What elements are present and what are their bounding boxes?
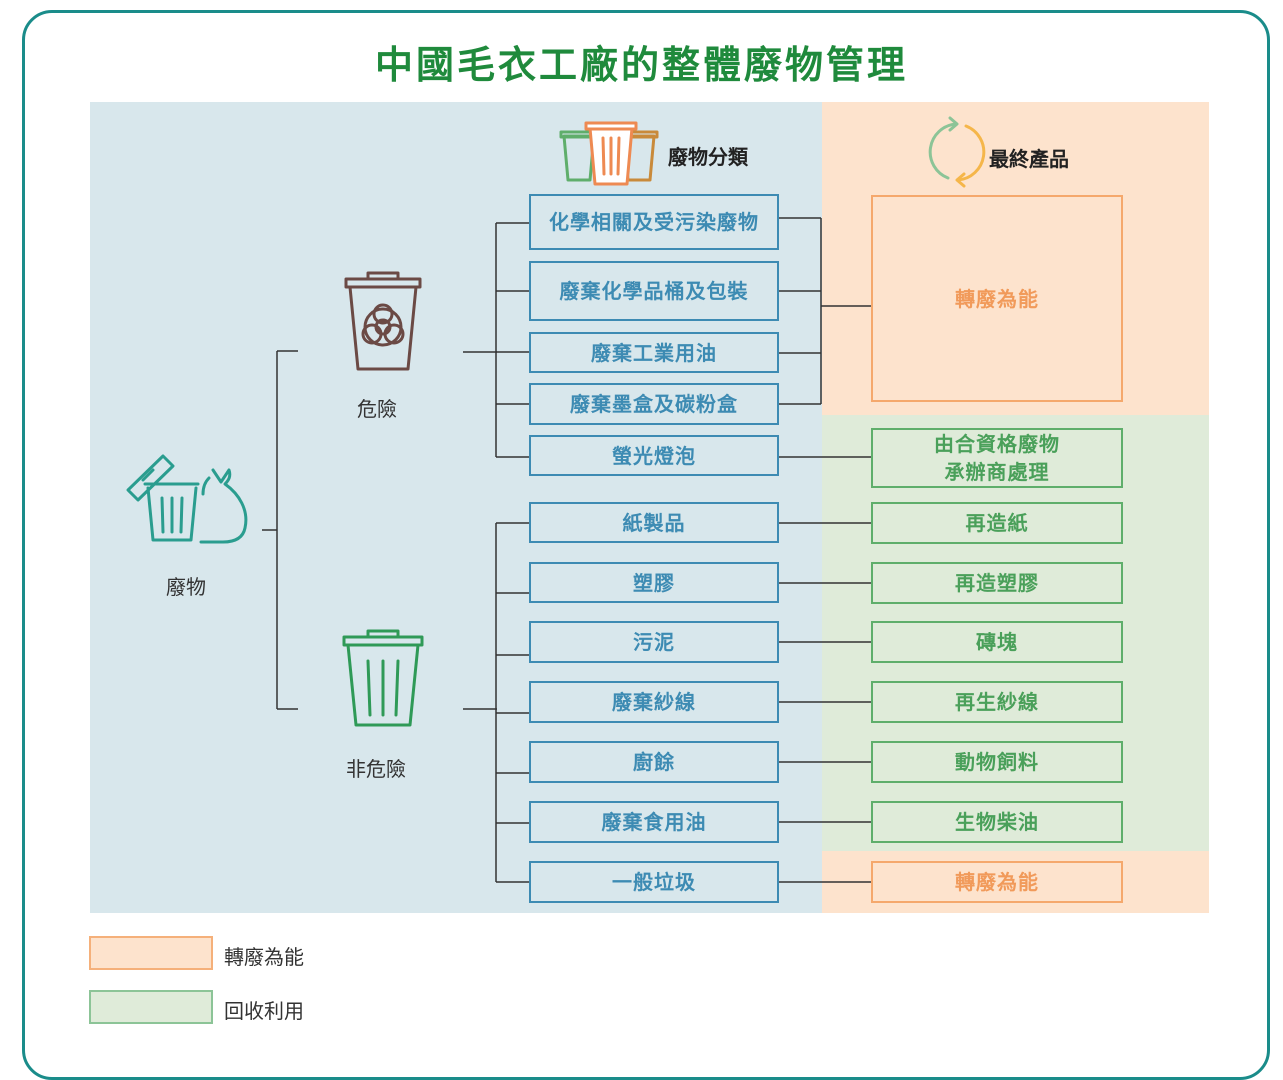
category-sludge: 污泥: [529, 621, 779, 663]
product-recycled-yarn: 再生紗線: [871, 681, 1123, 723]
recycle-arrows-icon: [928, 116, 986, 188]
product-energy-top: 轉廢為能: [871, 195, 1123, 402]
non-hazardous-label: 非危險: [346, 757, 406, 781]
product-licensed-contractor: 由合資格廢物 承辦商處理: [871, 428, 1123, 488]
product-biodiesel: 生物柴油: [871, 801, 1123, 843]
legend-swatch-recycle: [89, 990, 213, 1024]
product-bricks: 磚塊: [871, 621, 1123, 663]
waste-bin-icon: [342, 629, 424, 727]
three-bins-icon: [559, 121, 659, 186]
category-yarn: 廢棄紗線: [529, 681, 779, 723]
category-fluorescent-lamps: 螢光燈泡: [529, 435, 779, 476]
root-label: 廢物: [166, 575, 206, 599]
categories-header: 廢物分類: [668, 145, 748, 169]
product-licensed-line-1: 由合資格廢物: [934, 432, 1060, 456]
category-general-waste: 一般垃圾: [529, 861, 779, 903]
category-food-waste: 廚餘: [529, 741, 779, 783]
category-industrial-oil: 廢棄工業用油: [529, 332, 779, 373]
product-recycled-paper: 再造紙: [871, 502, 1123, 544]
category-toner-cartridges: 廢棄墨盒及碳粉盒: [529, 383, 779, 425]
product-recycled-plastic: 再造塑膠: [871, 562, 1123, 604]
trash-can-and-bag-icon: [126, 454, 248, 544]
category-cooking-oil: 廢棄食用油: [529, 801, 779, 843]
product-energy-bottom: 轉廢為能: [871, 861, 1123, 903]
product-animal-feed: 動物飼料: [871, 741, 1123, 783]
products-header: 最終產品: [989, 147, 1069, 171]
product-licensed-line-2: 承辦商處理: [944, 460, 1050, 484]
legend-energy-label: 轉廢為能: [224, 945, 304, 969]
category-chemical-drums: 廢棄化學品桶及包裝: [529, 261, 779, 321]
page-title: 中國毛衣工廠的整體廢物管理: [374, 43, 908, 87]
legend-swatch-energy: [89, 936, 213, 970]
category-plastic: 塑膠: [529, 562, 779, 603]
category-paper: 紙製品: [529, 502, 779, 543]
category-chemical-waste: 化學相關及受污染廢物: [529, 194, 779, 250]
legend-recycle-label: 回收利用: [224, 999, 304, 1023]
hazardous-label: 危險: [357, 397, 397, 421]
biohazard-bin-icon: [344, 271, 422, 371]
connector-lines: [262, 217, 871, 883]
